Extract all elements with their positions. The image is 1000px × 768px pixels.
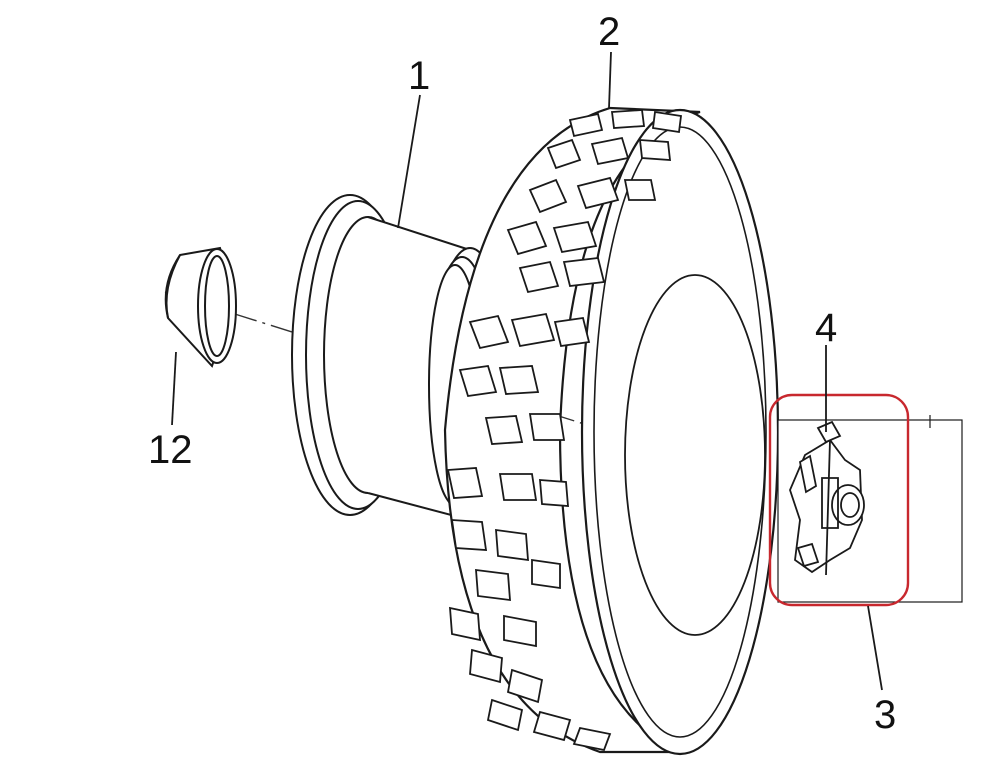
hub-bracket-part [789, 420, 865, 576]
leader-line-1 [397, 94, 421, 229]
callout-label-2: 2 [598, 10, 621, 54]
leader-line-3 [867, 605, 883, 691]
tire-part [443, 106, 780, 756]
callout-label-4: 4 [815, 306, 838, 350]
leader-line-2 [608, 51, 612, 109]
cone-cap-part [164, 246, 237, 368]
leader-lines [171, 51, 883, 691]
callout-label-12: 12 [148, 428, 193, 472]
callout-label-1: 1 [408, 54, 431, 98]
highlight-box [768, 393, 910, 607]
leader-line-12 [171, 351, 177, 426]
tread-lugs [446, 109, 683, 752]
callout-label-3: 3 [874, 693, 897, 737]
